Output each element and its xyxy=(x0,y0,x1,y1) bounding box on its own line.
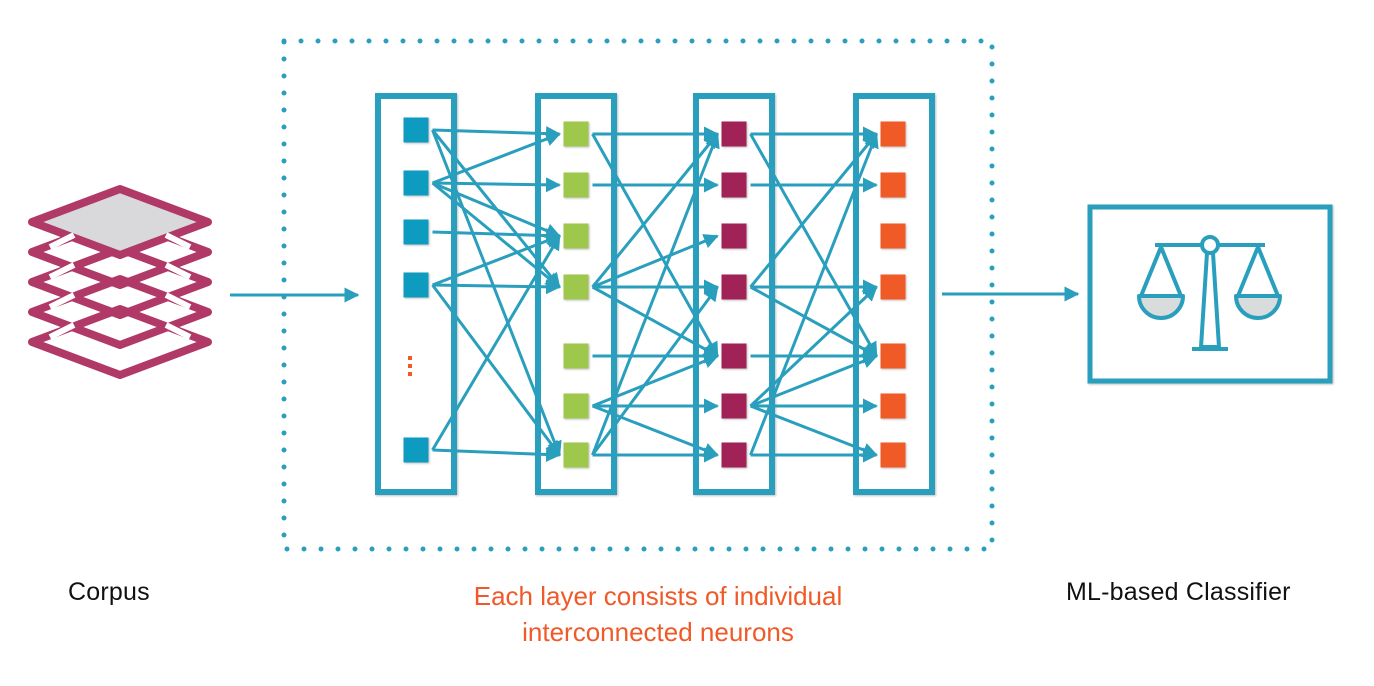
network-boundary xyxy=(281,38,995,552)
connection xyxy=(431,233,561,287)
corpus-layer xyxy=(28,305,212,379)
neuron-hidden-1 xyxy=(563,274,589,300)
neuron-input xyxy=(403,117,429,143)
neuron-output xyxy=(880,223,906,249)
neuron-hidden-2 xyxy=(721,172,747,198)
stacked-layers-icon xyxy=(28,185,212,379)
classifier-box xyxy=(1087,204,1333,384)
corpus-gap xyxy=(164,232,192,250)
connection xyxy=(431,181,561,238)
neuron-input xyxy=(403,437,429,463)
connection xyxy=(432,279,561,295)
neuron-hidden-2 xyxy=(721,393,747,419)
connection xyxy=(591,234,719,289)
neuron-hidden-1 xyxy=(563,121,589,147)
neuron-hidden-2 xyxy=(721,121,747,147)
neuron-hidden-2 xyxy=(721,223,747,249)
ellipsis-icon xyxy=(408,356,412,376)
neuron-hidden-1 xyxy=(563,393,589,419)
connection xyxy=(432,126,561,142)
neuron-output xyxy=(880,274,906,300)
neuron-output xyxy=(880,121,906,147)
corpus-gap xyxy=(48,262,76,280)
connection xyxy=(591,404,719,458)
neuron-hidden-2 xyxy=(721,343,747,369)
connection xyxy=(749,404,878,458)
neuron-output xyxy=(880,442,906,468)
corpus-gap xyxy=(48,232,76,250)
connection xyxy=(591,133,719,358)
balance-scale-icon xyxy=(1137,235,1282,351)
connection xyxy=(749,133,878,358)
neuron-output xyxy=(880,393,906,419)
neuron-hidden-2 xyxy=(721,274,747,300)
connection xyxy=(432,177,561,193)
connection xyxy=(591,132,719,288)
connection xyxy=(431,131,561,185)
neuron-input xyxy=(403,219,429,245)
network-caption: Each layer consists of individual interc… xyxy=(398,578,918,650)
connection xyxy=(432,446,561,462)
connection xyxy=(432,228,561,244)
neuron-hidden-1 xyxy=(563,172,589,198)
neuron-hidden-1 xyxy=(563,442,589,468)
connection xyxy=(591,285,719,456)
neuron-hidden-2 xyxy=(721,442,747,468)
classifier-label: ML-based Classifier xyxy=(1066,578,1291,606)
corpus-gap xyxy=(164,292,192,310)
corpus-gap xyxy=(48,322,76,340)
neuron-output xyxy=(880,172,906,198)
neuron-hidden-1 xyxy=(563,343,589,369)
neuron-input xyxy=(403,170,429,196)
connection xyxy=(749,132,879,456)
caption-line-1: Each layer consists of individual xyxy=(473,581,843,611)
corpus-label: Corpus xyxy=(68,578,150,606)
connection xyxy=(749,132,878,288)
connection xyxy=(749,285,878,358)
neuron-output xyxy=(880,343,906,369)
connection xyxy=(749,285,878,408)
connection xyxy=(431,284,561,457)
corpus-top-sheet xyxy=(28,185,212,259)
connection xyxy=(591,132,720,456)
neuron-input xyxy=(403,272,429,298)
caption-line-2: interconnected neurons xyxy=(522,617,794,647)
corpus-layer xyxy=(28,245,212,319)
connection xyxy=(431,234,561,451)
corpus-layer xyxy=(28,275,212,349)
connection xyxy=(591,285,719,358)
corpus-gap xyxy=(164,262,192,280)
corpus-gap xyxy=(48,292,76,310)
corpus-gap xyxy=(164,322,192,340)
neuron-hidden-1 xyxy=(563,223,589,249)
